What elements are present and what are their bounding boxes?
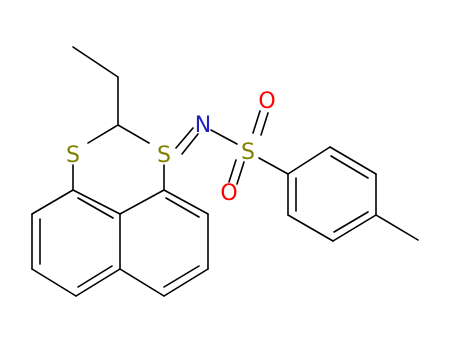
naph-bond-c8a-c1	[72, 189, 121, 215]
tol-bond-1-2	[287, 146, 331, 175]
atom-sulfur-ylide: S	[157, 143, 171, 168]
naph-double-c4-c4a	[77, 265, 113, 288]
bond-s-n-2	[181, 133, 199, 155]
naph-bond-c4a-c5	[119, 268, 165, 297]
naph-bond-c7-c8	[163, 189, 209, 215]
atom-nitrogen: N	[195, 113, 211, 138]
bond-s-o-top-1	[252, 110, 261, 134]
toluene-ring	[287, 146, 419, 242]
bond-ch-s-ring	[87, 124, 119, 144]
tol-bond-5-6	[287, 214, 334, 242]
bond-n-s-sulfonyl	[210, 129, 238, 145]
bond-s-o-top-2	[260, 112, 269, 136]
bond-methyl	[375, 214, 419, 241]
dithiine-ring	[72, 124, 165, 191]
naph-double-c1-c8a	[77, 197, 114, 219]
tol-bond-2-3	[329, 146, 377, 175]
atom-sulfur-ring: S	[66, 143, 80, 168]
bond-s-aryl	[258, 157, 289, 175]
sulfonyl-oxygens	[228, 110, 269, 185]
bond-ch-s-ylide	[117, 124, 150, 144]
bond-ethyl-ch3-ch2	[72, 46, 119, 78]
bond-s-o-bottom-1	[228, 159, 237, 183]
naph-double-c7-c8	[165, 197, 200, 218]
naph-bond-c1-c2	[31, 189, 74, 215]
ethyl-group	[72, 46, 119, 126]
sulfilimine-bond	[175, 127, 199, 155]
naph-bond-c8-c8a	[119, 189, 165, 215]
naph-double-c5-c6	[163, 265, 200, 288]
naph-bond-c5-c6	[163, 268, 209, 297]
naphthalene-core	[31, 189, 209, 297]
atom-oxygen-top: O	[258, 89, 275, 114]
tol-bond-4-5	[332, 214, 377, 242]
tol-double-2-3	[330, 155, 369, 179]
naph-bond-c3-c4	[31, 268, 77, 297]
naph-bond-c4-c4a	[75, 268, 121, 297]
tol-double-4-5	[333, 211, 369, 233]
bond-s-n-1	[175, 127, 194, 149]
atom-oxygen-bottom: O	[220, 181, 237, 206]
atom-sulfur-sulfonyl: S	[241, 140, 255, 165]
bond-s-o-bottom-2	[236, 161, 245, 185]
